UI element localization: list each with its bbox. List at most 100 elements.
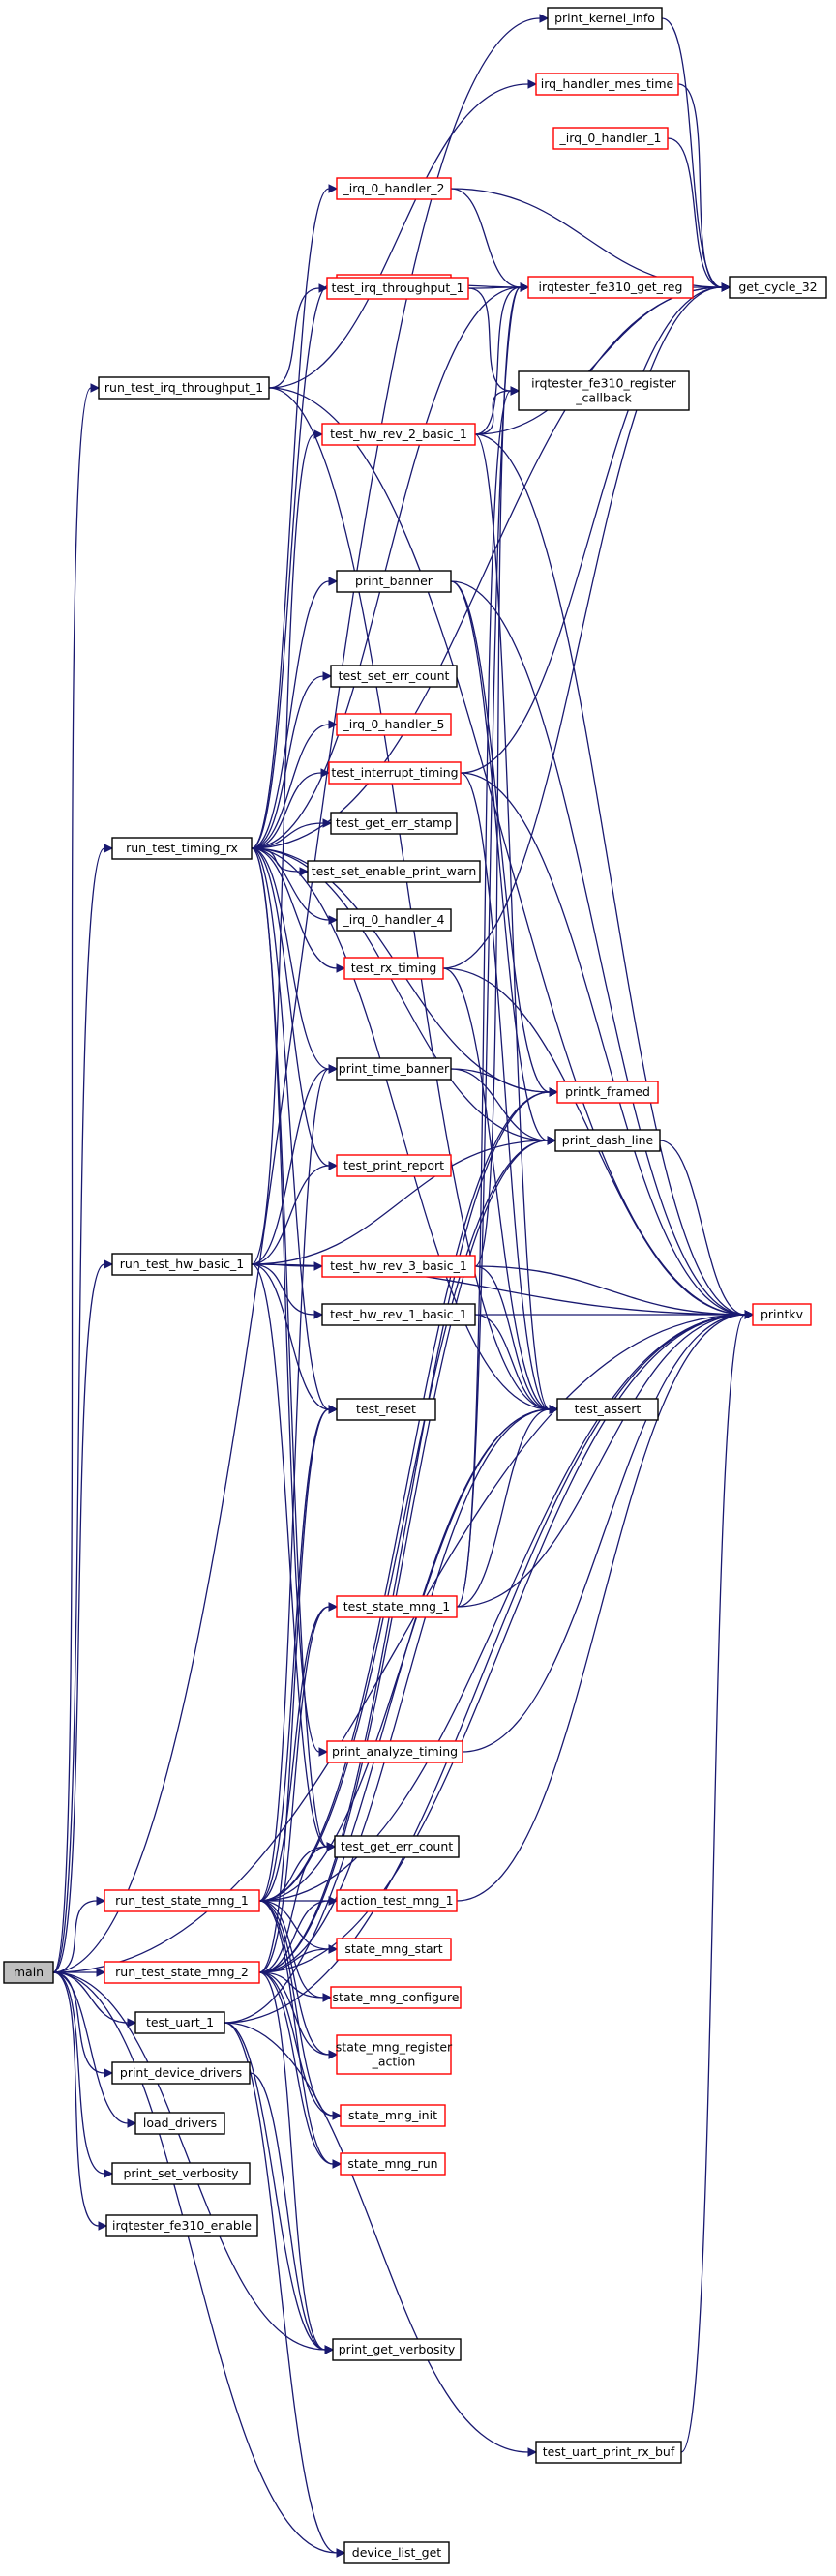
- node-test-uart-1[interactable]: test_uart_1: [134, 2011, 225, 2034]
- node-state-mng-run[interactable]: state_mng_run: [340, 2152, 446, 2176]
- node-test-interrupt-timing[interactable]: test_interrupt_timing: [328, 761, 462, 785]
- edge-test_irq_throughput_1-to-irqtester_fe310_register_callback: [467, 287, 521, 396]
- node--irq-0-handler-5[interactable]: _irq_0_handler_5: [336, 713, 452, 736]
- node-label: load_drivers: [143, 2116, 217, 2130]
- edge-line: [251, 847, 320, 1753]
- node-print-time-banner[interactable]: print_time_banner: [336, 1057, 452, 1081]
- edge-run_test_timing_rx-to-_irq_0_handler_5: [251, 720, 339, 849]
- node-state-mng-start[interactable]: state_mng_start: [336, 1938, 452, 1961]
- node-test-set-enable-print-warn[interactable]: test_set_enable_print_warn: [307, 860, 481, 883]
- node-state-mng-configure[interactable]: state_mng_configure: [330, 1986, 462, 2009]
- node-load-drivers[interactable]: load_drivers: [134, 2112, 225, 2135]
- edge-line: [258, 1971, 324, 1999]
- edge-run_test_hw_basic_1-to-test_hw_rev_1_basic_1: [251, 1263, 324, 1319]
- edge-arrowhead: [744, 1310, 755, 1319]
- node-label: print_time_banner: [339, 1061, 450, 1076]
- node-print-kernel-info[interactable]: print_kernel_info: [547, 7, 663, 30]
- edge-run_test_timing_rx-to-test_interrupt_timing: [251, 768, 331, 849]
- node-irqtester-fe310-get-reg[interactable]: irqtester_fe310_get_reg: [527, 276, 694, 299]
- node-main[interactable]: main: [3, 1961, 54, 1984]
- node-label: test_get_err_count: [341, 1839, 453, 1853]
- edge-main-to-run_test_state_mng_1: [52, 1896, 106, 1973]
- edge-line: [474, 1314, 551, 1410]
- edge-line: [258, 1971, 334, 2165]
- node-run-test-state-mng-2[interactable]: run_test_state_mng_2: [104, 1961, 260, 1984]
- node-box: [111, 2061, 251, 2085]
- edge-line: [251, 1263, 328, 1848]
- node-printkv[interactable]: printkv: [752, 1303, 812, 1326]
- node-test-hw-rev-2-basic-1[interactable]: test_hw_rev_2_basic_1: [321, 423, 476, 446]
- node-box: [343, 957, 444, 980]
- edge-arrowhead: [90, 383, 101, 393]
- node--irq-0-handler-4[interactable]: _irq_0_handler_4: [336, 908, 452, 932]
- node-irqtester-fe310-register-callback[interactable]: irqtester_fe310_register_callback: [518, 370, 690, 411]
- node-run-test-irq-throughput-1[interactable]: run_test_irq_throughput_1: [98, 376, 270, 400]
- node--irq-0-handler-2[interactable]: _irq_0_handler_2: [336, 177, 452, 200]
- node-test-set-err-count[interactable]: test_set_err_count: [330, 665, 458, 688]
- node-label: test_hw_rev_1_basic_1: [330, 1307, 467, 1321]
- node-device-list-get[interactable]: device_list_get: [343, 2541, 450, 2564]
- node-label: test_assert: [575, 1402, 642, 1416]
- node-get-cycle-32[interactable]: get_cycle_32: [729, 276, 827, 299]
- node-state-mng-register-action[interactable]: state_mng_register_action: [336, 2034, 453, 2075]
- edge-line: [52, 847, 105, 1973]
- node-box: [336, 177, 452, 200]
- edge-main-to-run_test_hw_basic_1: [52, 1259, 114, 1973]
- node-test-hw-rev-1-basic-1[interactable]: test_hw_rev_1_basic_1: [321, 1303, 476, 1326]
- edge-run_test_hw_basic_1-to-test_print_report: [251, 1161, 339, 1265]
- node-action-test-mng-1[interactable]: action_test_mng_1: [336, 1889, 458, 1912]
- node-test-get-err-count[interactable]: test_get_err_count: [334, 1835, 460, 1858]
- edge-line: [474, 390, 512, 435]
- node-label: test_uart_print_rx_buf: [543, 2444, 675, 2459]
- node-test-get-err-stamp[interactable]: test_get_err_stamp: [330, 812, 458, 835]
- node-test-assert[interactable]: test_assert: [556, 1398, 659, 1421]
- edge-line: [680, 1314, 746, 2453]
- node-label: test_rx_timing: [351, 961, 437, 975]
- edge-irq_handler_mes_time-to-get_cycle_32: [677, 83, 732, 292]
- edge-run_test_state_mng_2-to-state_mng_register_action: [258, 1971, 339, 2059]
- node-run-test-hw-basic-1[interactable]: run_test_hw_basic_1: [111, 1253, 253, 1276]
- edge-run_test_state_mng_2-to-state_mng_run: [258, 1971, 343, 2169]
- node-box: [336, 713, 452, 736]
- node-test-print-report[interactable]: test_print_report: [336, 1154, 452, 1177]
- edge-arrowhead: [299, 867, 310, 876]
- edge-print_dash_line-to-printkv: [659, 1140, 755, 1319]
- edge-run_test_state_mng_2-to-test_state_mng_1: [258, 1602, 339, 1973]
- node-state-mng-init[interactable]: state_mng_init: [340, 2104, 446, 2127]
- edge-line: [258, 1068, 330, 1902]
- node-box: [330, 812, 458, 835]
- node-print-set-verbosity[interactable]: print_set_verbosity: [111, 2162, 251, 2185]
- edge-arrowhead: [721, 282, 732, 292]
- edge-line: [251, 1263, 330, 1410]
- node-run-test-state-mng-1[interactable]: run_test_state_mng_1: [104, 1889, 260, 1912]
- node-box: [321, 1255, 476, 1278]
- edge-line: [450, 580, 551, 1093]
- node-print-dash-line[interactable]: print_dash_line: [554, 1129, 661, 1152]
- node-irqtester-fe310-enable[interactable]: irqtester_fe310_enable: [105, 2214, 258, 2237]
- node-box: [336, 1595, 458, 1618]
- node-run-test-timing-rx[interactable]: run_test_timing_rx: [111, 837, 253, 860]
- node-label: irqtester_fe310_register: [531, 376, 677, 391]
- node-print-banner[interactable]: print_banner: [336, 570, 452, 593]
- edge-line: [258, 1900, 330, 2056]
- node-print-device-drivers[interactable]: print_device_drivers: [111, 2061, 251, 2085]
- node-box: [111, 2162, 251, 2185]
- node-print-analyze-timing[interactable]: print_analyze_timing: [326, 1740, 463, 1763]
- node-test-state-mng-1[interactable]: test_state_mng_1: [336, 1595, 458, 1618]
- node-test-hw-rev-3-basic-1[interactable]: test_hw_rev_3_basic_1: [321, 1255, 476, 1278]
- edge-line: [268, 287, 320, 389]
- edge-arrowhead: [328, 1602, 339, 1612]
- node-box: [336, 908, 452, 932]
- node-test-rx-timing[interactable]: test_rx_timing: [343, 957, 444, 980]
- node-test-reset[interactable]: test_reset: [336, 1398, 436, 1421]
- edge-line: [667, 137, 723, 288]
- node--irq-0-handler-1[interactable]: _irq_0_handler_1: [552, 127, 669, 150]
- edge-line: [258, 1971, 330, 2056]
- node-test-irq-throughput-1[interactable]: test_irq_throughput_1: [326, 277, 469, 300]
- node-print-get-verbosity[interactable]: print_get_verbosity: [332, 2338, 462, 2361]
- edge-line: [224, 1408, 551, 2024]
- node-test-uart-print-rx-buf[interactable]: test_uart_print_rx_buf: [535, 2441, 682, 2464]
- edge-line: [52, 1263, 105, 1973]
- node-printk-framed[interactable]: printk_framed: [556, 1081, 659, 1104]
- node-irq-handler-mes-time[interactable]: irq_handler_mes_time: [535, 73, 679, 96]
